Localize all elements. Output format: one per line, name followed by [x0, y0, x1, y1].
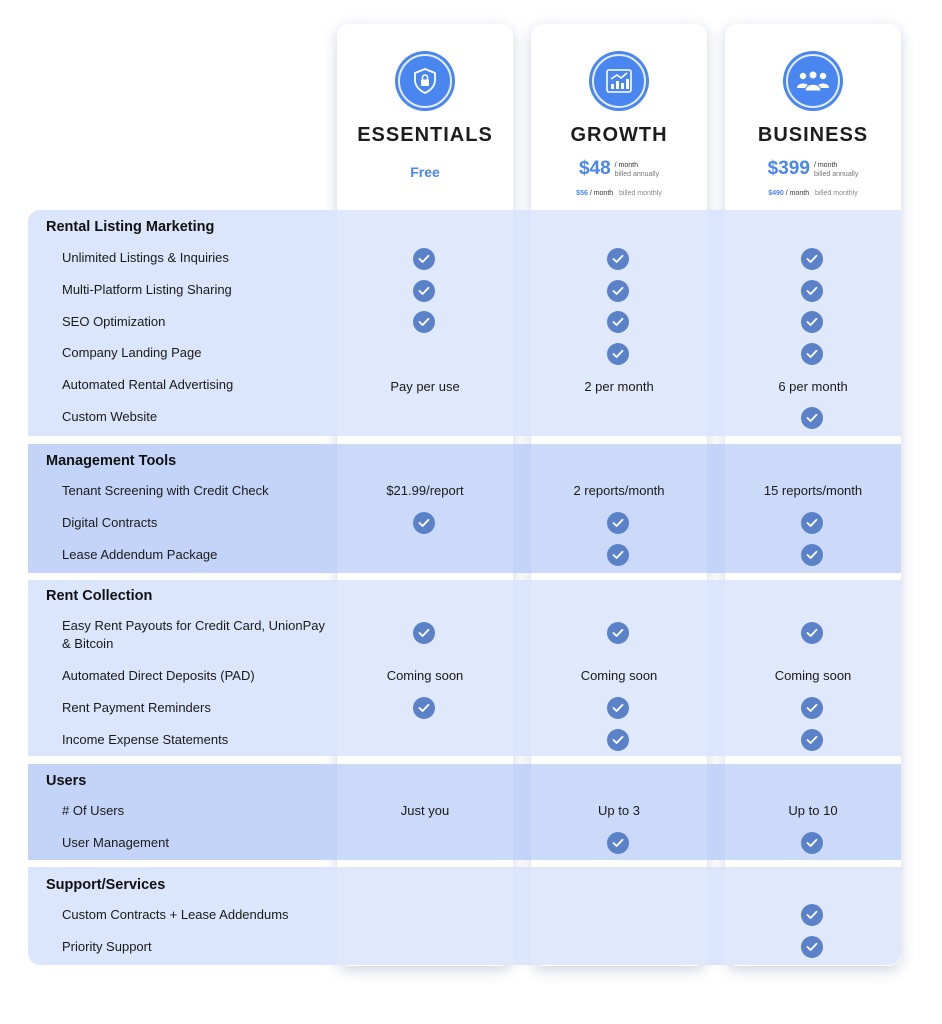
check-icon [413, 248, 435, 270]
value-cell: $21.99/report [386, 483, 464, 498]
check-icon [413, 622, 435, 644]
value-cell: 2 reports/month [573, 483, 665, 498]
check-icon [801, 697, 823, 719]
check-icon [607, 512, 629, 534]
monthly-price-business: $490 / month billed monthly [768, 190, 858, 197]
check-icon [801, 832, 823, 854]
value-cell: 2 per month [584, 379, 654, 394]
shield-lock-icon [395, 51, 455, 111]
section-band-rental-listing [28, 210, 901, 436]
value-cell: 6 per month [778, 379, 848, 394]
section-title-rent-collection: Rent Collection [46, 588, 153, 604]
check-icon [801, 311, 823, 333]
feature-label: Unlimited Listings & Inquiries [62, 250, 229, 265]
check-icon [801, 248, 823, 270]
feature-label: Automated Rental Advertising [62, 377, 234, 392]
check-icon [413, 311, 435, 333]
feature-label: Company Landing Page [62, 345, 202, 360]
feature-label: SEO Optimization [62, 314, 166, 329]
check-icon [607, 248, 629, 270]
check-icon [607, 343, 629, 365]
value-cell: Up to 10 [788, 803, 838, 818]
check-icon [607, 729, 629, 751]
check-icon [413, 512, 435, 534]
value-cell: Up to 3 [598, 803, 640, 818]
check-icon [607, 622, 629, 644]
monthly-price-growth: $56 / month billed monthly [576, 190, 662, 197]
annual-price-business: $399 [767, 158, 810, 179]
plan-header-essentials: ESSENTIALS Free [337, 24, 513, 210]
feature-label: Custom Contracts + Lease Addendums [62, 907, 289, 922]
check-icon [607, 544, 629, 566]
check-icon [801, 729, 823, 751]
feature-label: Income Expense Statements [62, 732, 229, 747]
feature-label: Digital Contracts [62, 515, 158, 530]
feature-label: # Of Users [62, 803, 125, 818]
feature-label: Multi-Platform Listing Sharing [62, 282, 232, 297]
value-cell: Coming soon [386, 668, 464, 683]
feature-label: Rent Payment Reminders [62, 700, 211, 715]
check-icon [607, 311, 629, 333]
plan-price-essentials: Free [410, 164, 440, 180]
feature-label: Priority Support [62, 939, 152, 954]
check-icon [801, 343, 823, 365]
section-band-management-tools [28, 444, 901, 573]
check-icon [801, 622, 823, 644]
value-cell: Pay per use [390, 379, 460, 394]
value-cell: 15 reports/month [763, 483, 863, 498]
team-users-icon [783, 51, 843, 111]
feature-label: Tenant Screening with Credit Check [62, 483, 269, 498]
plan-name-essentials: ESSENTIALS [357, 124, 493, 146]
check-icon [801, 544, 823, 566]
section-title-rental-listing: Rental Listing Marketing [46, 219, 215, 235]
check-icon [801, 512, 823, 534]
feature-label: Easy Rent Payouts for Credit Card, Union… [62, 618, 326, 651]
check-icon [413, 280, 435, 302]
check-icon [801, 280, 823, 302]
annual-price-growth: $48 [578, 158, 611, 179]
value-cell: Coming soon [774, 668, 852, 683]
section-band-users [28, 764, 901, 860]
plan-name-business: BUSINESS [757, 124, 869, 146]
check-icon [801, 936, 823, 958]
section-title-management-tools: Management Tools [46, 453, 177, 469]
plan-name-growth: GROWTH [570, 124, 668, 146]
column-highlight-essentials [337, 210, 513, 965]
check-icon [801, 904, 823, 926]
check-icon [413, 697, 435, 719]
feature-label: Lease Addendum Package [62, 547, 218, 562]
feature-label: Automated Direct Deposits (PAD) [62, 668, 255, 683]
section-band-rent-collection [28, 580, 901, 756]
value-cell: Coming soon [580, 668, 658, 683]
check-icon [607, 280, 629, 302]
growth-chart-icon [589, 51, 649, 111]
feature-label: Custom Website [62, 409, 158, 424]
check-icon [801, 407, 823, 429]
section-band-support [28, 867, 901, 965]
check-icon [607, 832, 629, 854]
section-title-support: Support/Services [46, 877, 166, 893]
value-cell: Just you [400, 803, 450, 818]
check-icon [607, 697, 629, 719]
feature-label: User Management [62, 835, 169, 850]
section-title-users: Users [46, 773, 87, 789]
